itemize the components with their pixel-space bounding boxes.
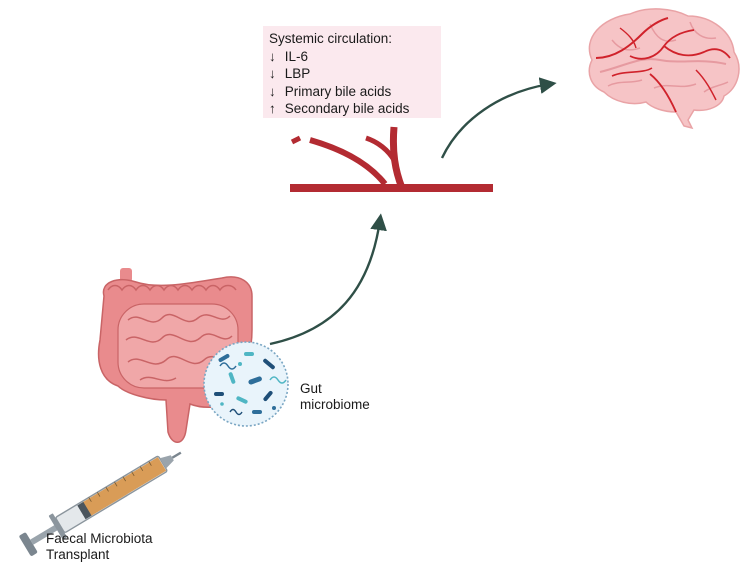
fmt-label: Faecal Microbiota Transplant (46, 531, 153, 562)
gut-microbiome-lens (203, 341, 289, 427)
circulation-item-secondary-bile-acids: ↑ Secondary bile acids (269, 101, 410, 116)
circulation-title: Systemic circulation: (269, 31, 393, 46)
circulation-item-lbp: ↓ LBP (269, 66, 311, 81)
circulation-item-il6: ↓ IL-6 (269, 48, 309, 64)
systemic-circulation-box: Systemic circulation: ↓ IL-6 ↓ LBP ↓ Pri… (263, 26, 441, 118)
brain-icon (588, 8, 740, 130)
down-arrow-icon: ↓ (269, 83, 276, 99)
blood-vessel-icon (290, 126, 493, 192)
circulation-item-primary-bile-acids: ↓ Primary bile acids (269, 83, 392, 99)
down-arrow-icon: ↓ (269, 48, 276, 64)
arrow-circulation-to-brain (440, 77, 557, 159)
down-arrow-icon: ↓ (269, 66, 276, 81)
syringe-icon (19, 451, 182, 556)
gut-microbiome-label: Gut microbiome (300, 381, 370, 412)
up-arrow-icon: ↑ (269, 101, 276, 116)
arrow-gut-to-circulation (269, 213, 387, 346)
